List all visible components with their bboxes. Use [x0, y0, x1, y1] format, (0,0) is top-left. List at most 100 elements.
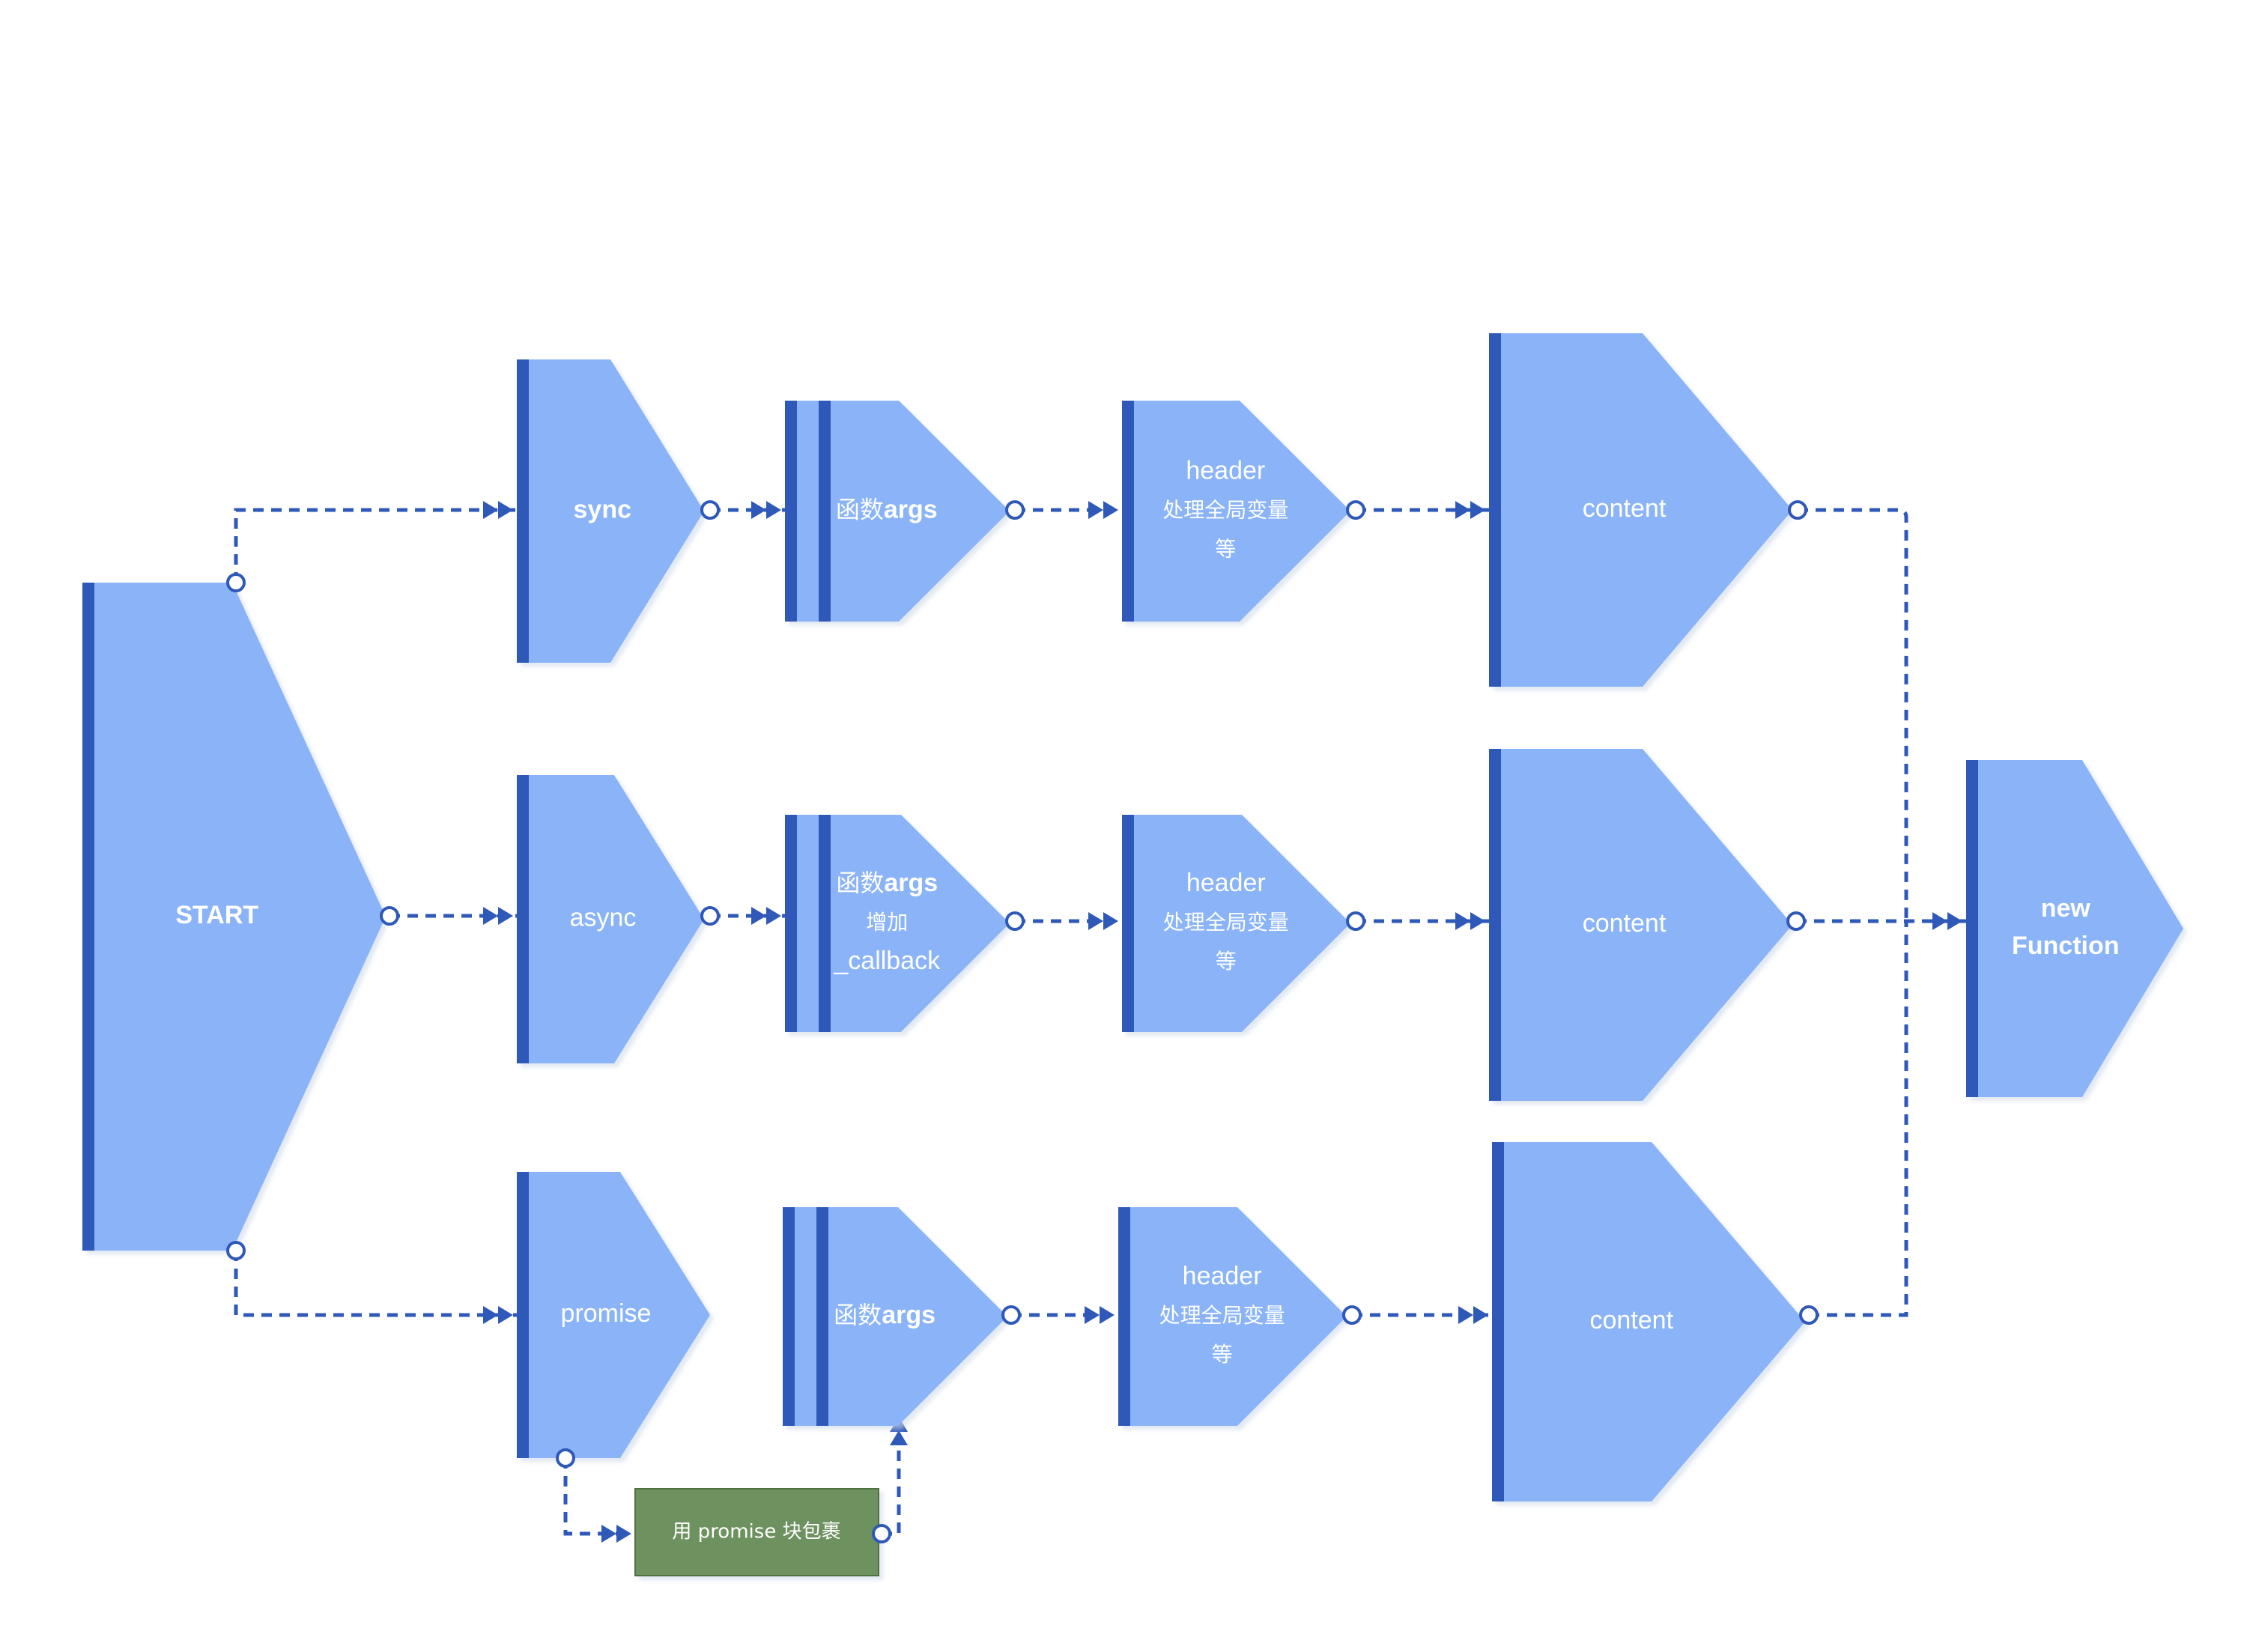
- double-arrow-icon: [1085, 1306, 1100, 1324]
- connection-port-icon[interactable]: [700, 906, 720, 926]
- node-shape: [1492, 1142, 1805, 1501]
- connection-port-icon[interactable]: [1346, 911, 1365, 931]
- node-async[interactable]: async: [517, 775, 704, 1063]
- node-accent-bar: [1122, 815, 1134, 1032]
- connection-port-icon[interactable]: [1346, 500, 1365, 520]
- node-label: 处理全局变量: [1162, 498, 1288, 523]
- node-label: async: [570, 903, 637, 932]
- node-label: START: [175, 901, 258, 929]
- connector-content-sync-new: [1798, 508, 1908, 921]
- connection-port-icon[interactable]: [380, 906, 399, 926]
- double-arrow-icon: [1103, 501, 1118, 519]
- connection-port-icon[interactable]: [1001, 1305, 1021, 1325]
- connection-port-icon[interactable]: [1342, 1305, 1362, 1325]
- node-shape: [1122, 401, 1350, 622]
- node-accent-bar: [517, 775, 529, 1063]
- double-arrow-icon: [616, 1525, 631, 1543]
- node-label: new: [2041, 894, 2091, 923]
- node-label: 等: [1216, 949, 1237, 974]
- node-shape: [517, 1172, 710, 1458]
- node-shape: [783, 1207, 1007, 1426]
- node-inner-bar: [816, 1207, 828, 1426]
- node-accent-bar: [1489, 749, 1501, 1101]
- connector-promise-wrap: [563, 1458, 633, 1536]
- node-label: Function: [2012, 932, 2120, 960]
- double-arrow-icon: [766, 501, 781, 519]
- connector-content-promise-new: [1809, 921, 1908, 1317]
- double-arrow-icon: [498, 1306, 513, 1324]
- double-arrow-icon: [483, 1306, 498, 1324]
- double-arrow-icon: [1470, 912, 1485, 930]
- node-label: 增加: [866, 910, 908, 935]
- node-shape: [1489, 749, 1792, 1101]
- double-arrow-icon: [1455, 501, 1470, 519]
- connection-port-icon[interactable]: [1005, 911, 1025, 931]
- connection-port-icon[interactable]: [226, 573, 246, 592]
- connector-wrap-args: [882, 1430, 901, 1536]
- node-label: header: [1183, 1262, 1262, 1290]
- node-label: content: [1583, 909, 1667, 938]
- double-arrow-icon: [1088, 501, 1103, 519]
- node-accent-bar: [517, 1172, 529, 1458]
- connection-port-icon[interactable]: [226, 1241, 246, 1260]
- node-label: 函数args: [836, 495, 938, 523]
- double-arrow-icon: [498, 501, 513, 519]
- double-arrow-icon: [1100, 1306, 1115, 1324]
- promise-wrap-note[interactable]: 用 promise 块包裹: [634, 1488, 879, 1576]
- node-label: 处理全局变量: [1163, 910, 1289, 935]
- node-shape: [785, 815, 1010, 1032]
- double-arrow-icon: [1947, 912, 1962, 930]
- node-accent-bar: [1966, 760, 1978, 1097]
- node-label: 等: [1212, 1342, 1233, 1367]
- node-content-promise[interactable]: content: [1492, 1142, 1805, 1501]
- node-label: 函数args: [834, 1301, 936, 1329]
- connection-port-icon[interactable]: [1788, 500, 1807, 520]
- node-shape: [1966, 760, 2183, 1097]
- node-args-promise[interactable]: 函数args: [783, 1207, 1007, 1426]
- double-arrow-icon: [1103, 912, 1118, 930]
- nodes: START sync async promise 函数args 函数args 增加 _call…: [82, 333, 2183, 1501]
- node-accent-bar: [82, 583, 94, 1251]
- connection-port-icon[interactable]: [700, 500, 720, 520]
- node-shape: [1122, 815, 1350, 1032]
- node-label: header: [1186, 869, 1266, 897]
- double-arrow-icon: [483, 907, 498, 925]
- connector-start-sync: [234, 508, 517, 583]
- node-label: sync: [574, 495, 632, 523]
- double-arrow-icon: [483, 501, 498, 519]
- node-label: 等: [1215, 537, 1236, 562]
- connection-port-icon[interactable]: [872, 1524, 891, 1543]
- node-content-async[interactable]: content: [1489, 749, 1792, 1101]
- double-arrow-icon: [751, 501, 766, 519]
- connection-port-icon[interactable]: [1005, 500, 1025, 520]
- up-arrow-icon: [890, 1430, 908, 1445]
- node-sync[interactable]: sync: [517, 359, 704, 663]
- node-start[interactable]: START: [82, 583, 386, 1251]
- node-label: content: [1583, 494, 1667, 523]
- double-arrow-icon: [1470, 501, 1485, 519]
- note-label: 用 promise 块包裹: [672, 1521, 840, 1543]
- double-arrow-icon: [766, 907, 781, 925]
- connection-port-icon[interactable]: [1799, 1305, 1819, 1325]
- node-shape: [1489, 333, 1792, 687]
- node-shape: [785, 401, 1010, 622]
- note-box: [634, 1488, 879, 1576]
- connection-port-icon[interactable]: [556, 1448, 575, 1468]
- connection-port-icon[interactable]: [1786, 911, 1806, 931]
- node-accent-bar: [1492, 1142, 1504, 1501]
- node-shape: [517, 359, 704, 663]
- node-accent-bar: [783, 1207, 795, 1426]
- node-label: promise: [561, 1299, 652, 1328]
- node-content-sync[interactable]: content: [1489, 333, 1792, 687]
- node-promise[interactable]: promise: [517, 1172, 710, 1458]
- node-args-sync[interactable]: 函数args: [785, 401, 1010, 622]
- node-label: content: [1589, 1306, 1673, 1334]
- node-label: _callback: [833, 947, 941, 975]
- double-arrow-icon: [1455, 912, 1470, 930]
- double-arrow-icon: [498, 907, 513, 925]
